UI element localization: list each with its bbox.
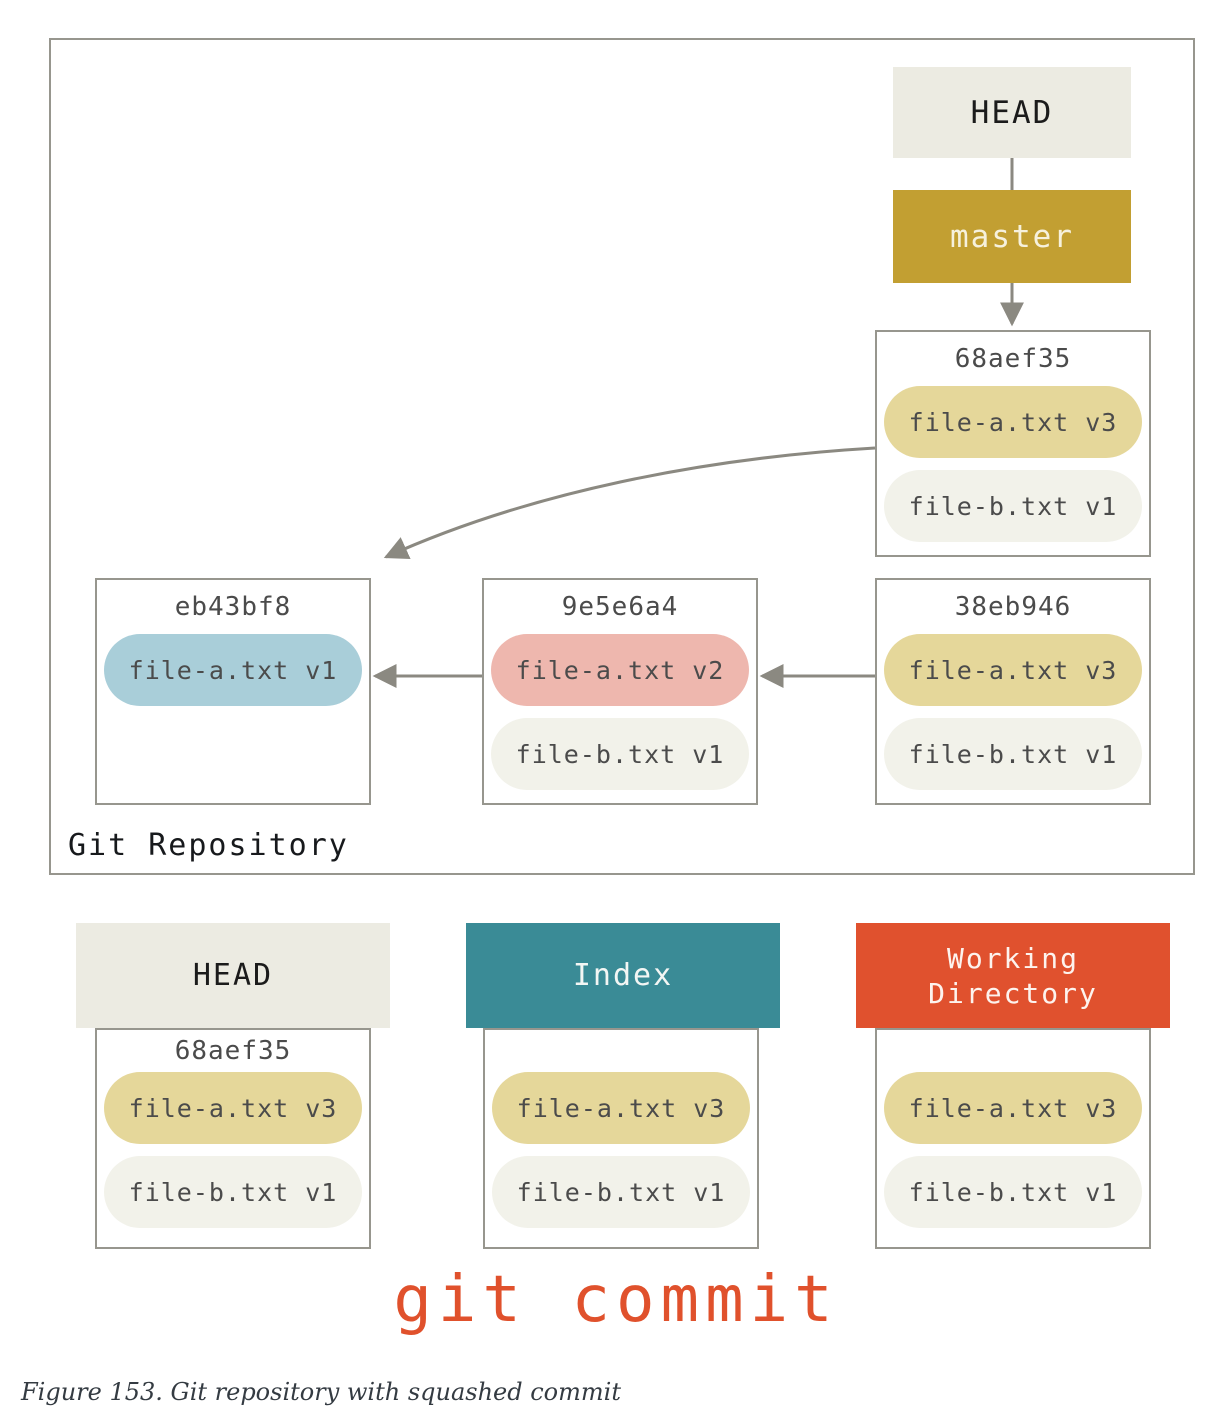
index-area-body: file-a.txt v3 file-b.txt v1 — [483, 1028, 759, 1249]
master-branch-node: master — [893, 190, 1131, 283]
commit-eb43bf8: eb43bf8 file-a.txt v1 — [95, 578, 371, 805]
commit-38eb946: 38eb946 file-a.txt v3 file-b.txt v1 — [875, 578, 1151, 805]
commit-68aef35: 68aef35 file-a.txt v3 file-b.txt v1 — [875, 330, 1151, 557]
file-pill: file-b.txt v1 — [491, 718, 749, 790]
commit-hash: eb43bf8 — [174, 592, 292, 622]
figure-caption: Figure 153. Git repository with squashed… — [21, 1378, 621, 1406]
commit-hash: 68aef35 — [954, 344, 1072, 374]
file-pill: file-b.txt v1 — [884, 718, 1142, 790]
commit-hash: 68aef35 — [174, 1036, 292, 1066]
git-repository-label: Git Repository — [68, 828, 349, 863]
head-area-header: HEAD — [76, 923, 390, 1028]
file-pill: file-b.txt v1 — [884, 1156, 1142, 1228]
file-pill: file-a.txt v1 — [104, 634, 362, 706]
commit-9e5e6a4: 9e5e6a4 file-a.txt v2 file-b.txt v1 — [482, 578, 758, 805]
hash-spacer — [485, 1030, 757, 1072]
file-pill: file-b.txt v1 — [104, 1156, 362, 1228]
commit-hash: 38eb946 — [954, 592, 1072, 622]
hash-spacer — [877, 1030, 1149, 1072]
commit-hash: 9e5e6a4 — [561, 592, 679, 622]
file-pill: file-b.txt v1 — [884, 470, 1142, 542]
file-pill: file-a.txt v3 — [884, 1072, 1142, 1144]
working-directory-area-header: Working Directory — [856, 923, 1170, 1028]
index-area-header: Index — [466, 923, 780, 1028]
head-area-body: 68aef35 file-a.txt v3 file-b.txt v1 — [95, 1028, 371, 1249]
file-pill: file-a.txt v3 — [884, 386, 1142, 458]
git-commit-command-label: git commit — [393, 1263, 839, 1337]
file-pill: file-a.txt v3 — [104, 1072, 362, 1144]
head-ref-node: HEAD — [893, 67, 1131, 158]
file-pill: file-a.txt v3 — [884, 634, 1142, 706]
file-pill: file-b.txt v1 — [492, 1156, 750, 1228]
file-pill: file-a.txt v3 — [492, 1072, 750, 1144]
file-pill: file-a.txt v2 — [491, 634, 749, 706]
working-directory-area-body: file-a.txt v3 file-b.txt v1 — [875, 1028, 1151, 1249]
